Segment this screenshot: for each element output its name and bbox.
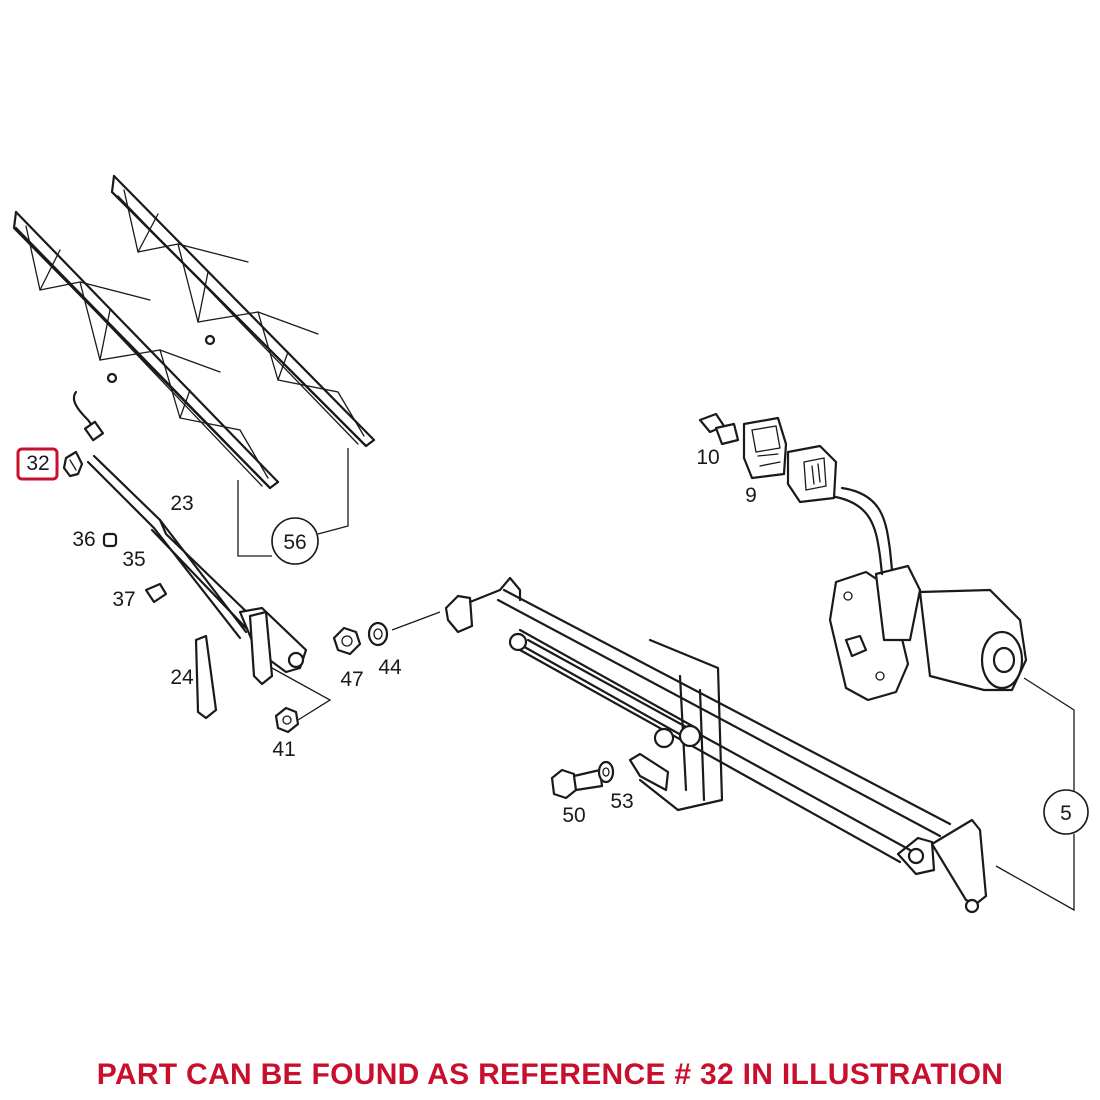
- callout-circle-5: [1043, 789, 1089, 835]
- label-56: 56: [283, 531, 306, 554]
- part-32-cap: [62, 450, 84, 478]
- wiper-blade-left: [12, 210, 280, 490]
- wiper-linkage: [444, 576, 988, 914]
- label-10: 10: [696, 446, 719, 469]
- label-41: 41: [272, 738, 295, 761]
- part-47-nut: [332, 626, 362, 656]
- wiper-arm: [72, 390, 308, 686]
- label-24: 24: [170, 666, 194, 689]
- part-41-nut: [274, 706, 300, 734]
- label-5: 5: [1060, 802, 1072, 825]
- label-37: 37: [112, 588, 135, 611]
- wiper-blade-right: [110, 174, 376, 448]
- label-32: 32: [26, 452, 49, 475]
- part-50-bolt: [550, 768, 604, 800]
- reference-caption: PART CAN BE FOUND AS REFERENCE # 32 IN I…: [96, 1058, 1004, 1091]
- label-53: 53: [610, 790, 633, 813]
- wiper-motor: [828, 486, 1028, 702]
- highlight-box-32: [16, 447, 59, 481]
- callout-circle-56: [271, 517, 319, 565]
- part-53-washer: [597, 760, 615, 784]
- part-37-cap: [144, 582, 168, 604]
- label-36: 36: [72, 528, 95, 551]
- part-36-bushing: [102, 532, 118, 548]
- terminal-10: [698, 412, 740, 446]
- part-24-link: [194, 634, 218, 720]
- label-23: 23: [170, 492, 193, 515]
- plug-connector: [786, 444, 838, 504]
- label-35: 35: [122, 548, 145, 571]
- label-47: 47: [340, 668, 363, 691]
- part-44-washer: [367, 621, 389, 647]
- connector-9: [742, 416, 788, 480]
- label-50: 50: [562, 804, 585, 827]
- label-44: 44: [378, 656, 402, 679]
- label-9: 9: [745, 484, 757, 507]
